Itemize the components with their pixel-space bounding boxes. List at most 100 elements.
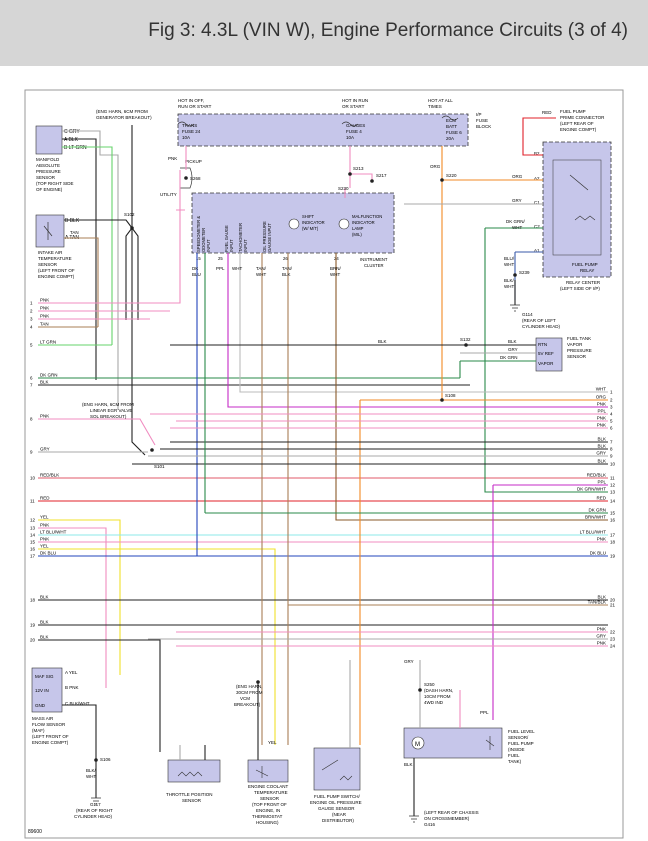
lbl-blk-vapor: BLK (508, 339, 517, 344)
mil-1: MALFUNCTION (352, 214, 382, 219)
map-sensor-label-2: ABSOLUTE (36, 163, 60, 168)
relay-switch (569, 174, 589, 191)
figure-header: Fig 3: 4.3L (VIN W), Engine Performance … (0, 0, 648, 66)
iat-pin-b: B BLK (65, 218, 80, 224)
ground-icon-g416 (409, 815, 419, 823)
right-row-color: PNK (597, 641, 606, 646)
cluster-input-speedo-3: INPUT (206, 239, 211, 252)
iat-label-5: ENGINE COMPT) (38, 274, 75, 279)
left-row-color: BLK (40, 620, 49, 625)
wire-row-1 (38, 170, 181, 304)
cluster-input-oil: OIL PRESSURE (262, 221, 267, 252)
tps-sensor: THROTTLE POSITION SENSOR (166, 759, 221, 803)
iat-label-4: (LEFT FRONT OF (38, 268, 75, 273)
lbl-blk-fuel: BLK (404, 762, 413, 767)
figure-title: Fig 3: 4.3L (VIN W), Engine Performance … (148, 20, 628, 41)
pickup-bracket (180, 167, 193, 189)
left-row-number: 12 (30, 518, 36, 523)
wire-blkwht-g117 (62, 704, 97, 798)
fuse-block-label-1: I/P (476, 112, 482, 117)
prime-connector-3: (LEFT REAR OF (560, 121, 594, 126)
lbl-blkwht-2: WHT (504, 284, 514, 289)
right-row-color: LT BLU/WHT (580, 530, 607, 535)
lbl-wht: WHT (232, 266, 242, 271)
right-row-number: 10 (610, 462, 616, 467)
splice-dot-s130 (256, 680, 260, 684)
lbl-tan-blk-2: BLK (282, 272, 291, 277)
relay-center-1: RELAY CENTER (566, 280, 601, 285)
left-row-color: LT GRN (40, 340, 56, 345)
figure-id: 89600 (28, 829, 42, 835)
vcm-breakout-3: VCM (240, 696, 250, 701)
left-row-number: 8 (30, 417, 33, 422)
hot-label-3b: TIMES (428, 104, 442, 109)
right-row-color: BLK (597, 437, 606, 442)
relay-label-2: RELAY (580, 268, 594, 273)
splice-s250: S250 (424, 682, 435, 687)
left-row-number: 16 (30, 547, 36, 552)
right-row-number: 11 (610, 476, 615, 481)
dash-breakout-3: 4WD IND (424, 700, 444, 705)
right-row-color: GRY (596, 451, 606, 456)
g117-3: CYLINDER HEAD) (74, 814, 113, 819)
fuse-block-label-2: FUSE (476, 118, 488, 123)
egr-breakout-1: (ENG HARN, 6CM FROM (82, 402, 134, 407)
wire-color-labels: DK BLU PPL WHT TAN/ WHT TAN/ BLK BRN/ WH… (70, 110, 552, 779)
oil-switch-symbol (321, 759, 353, 781)
splice-dot-s108 (440, 398, 444, 402)
right-row-number: 17 (610, 533, 616, 538)
fuel-level-label-6: TANK) (508, 759, 522, 764)
splice-dot-s268 (184, 176, 188, 180)
g117-2: (REAR OF RIGHT (76, 808, 113, 813)
cluster-pin-24: 24 (334, 256, 339, 261)
cluster-input-tach-2: INPUT (243, 239, 248, 252)
right-row-color: DK GRN (588, 508, 606, 513)
left-row-number: 2 (30, 309, 33, 314)
left-row-color: PNK (40, 306, 49, 311)
right-row-color: BLK (597, 595, 606, 600)
lbl-tan-blk-1: TAN/ (282, 266, 293, 271)
lbl-gry-s250: GRY (404, 659, 414, 664)
fuse-3c: FUSE 6 (446, 130, 462, 135)
right-row-color: DK GRN/WHT (577, 487, 606, 492)
lbl-tan-wht-2: WHT (256, 272, 266, 277)
relay-center-2: (LEFT SIDE OF I/P) (560, 286, 600, 291)
left-row-color: YEL (40, 515, 49, 520)
map-sensor-label-6: OF ENGINE) (36, 187, 63, 192)
right-row-number: 18 (610, 540, 616, 545)
wire-map-gry (62, 130, 119, 410)
hot-label-3a: HOT AT ALL (428, 98, 453, 103)
prime-connector-4: ENGINE COMPT) (560, 127, 597, 132)
dash-breakout-1: (DASH HARN, (424, 688, 453, 693)
left-row-number: 7 (30, 383, 33, 388)
vcm-breakout-4: BREAKOUT) (234, 702, 261, 707)
wire-red-b2 (522, 117, 556, 156)
vapor-pin-rtn: RTN (538, 342, 547, 347)
left-row-color: PNK (40, 414, 49, 419)
lbl-blk-vapor2: BLK (378, 339, 387, 344)
left-row-number: 13 (30, 526, 36, 531)
iat-label-3: SENSOR (38, 262, 58, 267)
wire-iat-blk (64, 219, 133, 229)
cluster-input-fuel: FUEL GAUGE (224, 225, 229, 252)
oil-label-1: FUEL PUMP SWITCH/ (314, 794, 361, 799)
pickup-utility: PICKUP UTILITY (160, 159, 202, 197)
ect-label-1: ENGINE COOLANT (248, 784, 289, 789)
breakout-labels: (ENG HARN, 6CM FROM LINEAR EGR VALVE SOL… (82, 402, 453, 707)
wire-s102-branch (125, 227, 139, 320)
vapor-label-3: PRESSURE (567, 348, 592, 353)
utility-label: UTILITY (160, 192, 177, 197)
ground-labels: G114 (REAR OF LEFT CYLINDER HEAD) G117 (… (74, 312, 561, 827)
wire-right-12 (492, 484, 608, 720)
fuel-level-sensor: M FUEL LEVEL SENSOR/ FUEL PUMP (INSIDE F… (403, 727, 535, 764)
iat-label-2: TEMPERATURE (38, 256, 72, 261)
cluster-input-speedo: SPEEDOMETER & (196, 216, 201, 252)
pickup-label: PICKUP (185, 159, 202, 164)
map-sensor-pin-a: A BLK (64, 137, 79, 143)
left-row-number: 3 (30, 317, 33, 322)
maf-letter-b: B PNK (65, 685, 79, 690)
cluster-label-2: CLUSTER (364, 263, 384, 268)
map-sensor-label-4: SENSOR (36, 175, 56, 180)
right-row-number: 15 (610, 511, 616, 516)
